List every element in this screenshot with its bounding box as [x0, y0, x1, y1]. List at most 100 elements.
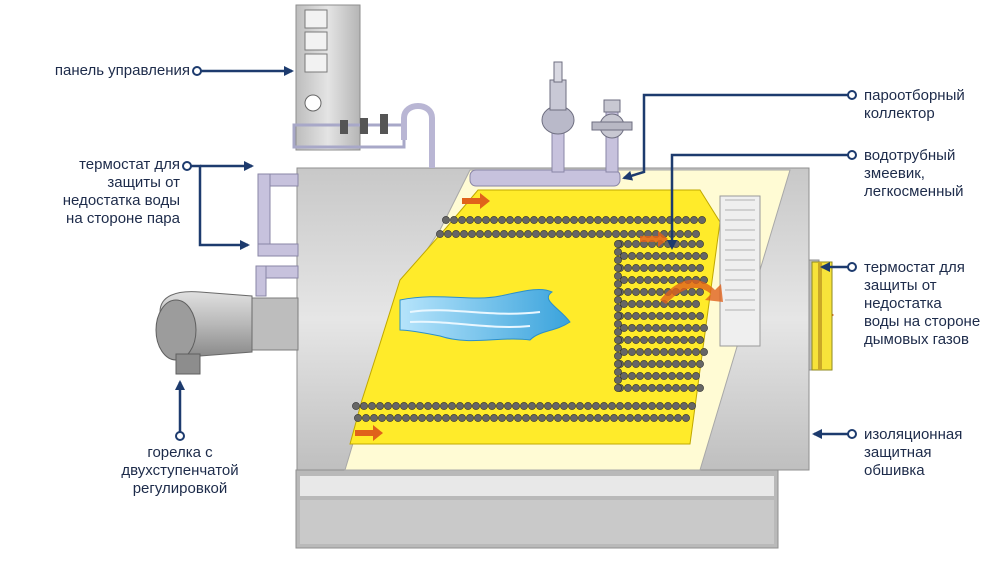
- tube: [620, 324, 628, 332]
- label-water-tube-coil: водотрубный змеевик, легкосменный: [864, 147, 964, 201]
- tube: [474, 216, 482, 224]
- tube: [676, 324, 684, 332]
- tube: [632, 240, 640, 248]
- tube: [628, 348, 636, 356]
- label-line: коллектор: [864, 105, 935, 122]
- tube: [684, 324, 692, 332]
- tube: [594, 414, 602, 422]
- tube: [490, 216, 498, 224]
- label-control-panel: панель управления: [30, 62, 190, 80]
- tube: [416, 402, 424, 410]
- tube: [586, 414, 594, 422]
- tube: [676, 300, 684, 308]
- tube: [636, 324, 644, 332]
- tube: [648, 264, 656, 272]
- tube: [624, 402, 632, 410]
- tube: [644, 324, 652, 332]
- tube: [658, 216, 666, 224]
- tube: [450, 414, 458, 422]
- tube: [664, 402, 672, 410]
- tube: [632, 402, 640, 410]
- tube: [544, 402, 552, 410]
- tube: [480, 402, 488, 410]
- tube: [700, 348, 708, 356]
- tube: [532, 230, 540, 238]
- tube: [656, 312, 664, 320]
- tube: [588, 230, 596, 238]
- tube: [614, 296, 622, 304]
- tube: [554, 414, 562, 422]
- label-thermostat-steam: термостат для защиты от недостатка воды …: [40, 156, 180, 228]
- tube: [562, 414, 570, 422]
- tube: [552, 402, 560, 410]
- tube: [656, 288, 664, 296]
- label-line: змеевик,: [864, 165, 925, 182]
- tube: [418, 414, 426, 422]
- tube: [424, 402, 432, 410]
- tube: [352, 402, 360, 410]
- tube: [688, 336, 696, 344]
- tube: [636, 348, 644, 356]
- tube: [652, 252, 660, 260]
- tube: [468, 230, 476, 238]
- tube: [668, 372, 676, 380]
- tube: [688, 384, 696, 392]
- tube: [640, 288, 648, 296]
- tube: [660, 324, 668, 332]
- tube: [496, 402, 504, 410]
- tube: [688, 402, 696, 410]
- tube: [608, 402, 616, 410]
- leader-lines: [175, 66, 850, 439]
- tube: [614, 320, 622, 328]
- tube: [376, 402, 384, 410]
- gate-valve: [591, 99, 633, 139]
- tube: [488, 402, 496, 410]
- tube: [664, 312, 672, 320]
- label-insulation: изоляционная защитная обшивка: [864, 426, 962, 480]
- tube: [408, 402, 416, 410]
- label-line: дымовых газов: [864, 331, 969, 348]
- tube: [498, 414, 506, 422]
- tube: [640, 360, 648, 368]
- tube: [632, 264, 640, 272]
- burner: [155, 291, 299, 375]
- tube: [680, 336, 688, 344]
- tube: [688, 288, 696, 296]
- tube: [614, 344, 622, 352]
- tube: [666, 414, 674, 422]
- tube: [368, 402, 376, 410]
- tube: [602, 414, 610, 422]
- label-line: изоляционная: [864, 426, 963, 443]
- label-line: горелка с: [147, 444, 213, 461]
- tube: [692, 230, 700, 238]
- tube: [632, 336, 640, 344]
- tube: [618, 216, 626, 224]
- tube: [450, 216, 458, 224]
- tube: [676, 230, 684, 238]
- tube: [680, 402, 688, 410]
- label-line: воды на стороне: [864, 313, 981, 330]
- tube: [528, 402, 536, 410]
- tube: [696, 288, 704, 296]
- tube: [696, 360, 704, 368]
- tube: [570, 414, 578, 422]
- tube: [614, 368, 622, 376]
- tube: [668, 348, 676, 356]
- tube: [628, 230, 636, 238]
- tube: [656, 360, 664, 368]
- tube: [620, 300, 628, 308]
- label-burner: горелка с двухступенчатой регулировкой: [110, 444, 250, 498]
- tube: [684, 252, 692, 260]
- boiler-base: [295, 469, 779, 549]
- tube: [538, 414, 546, 422]
- tube: [610, 216, 618, 224]
- tube: [614, 352, 622, 360]
- safety-valve: [541, 61, 575, 135]
- tube: [442, 216, 450, 224]
- tube: [648, 288, 656, 296]
- tube: [656, 384, 664, 392]
- tube: [546, 414, 554, 422]
- tube: [464, 402, 472, 410]
- tube: [650, 216, 658, 224]
- tube: [636, 276, 644, 284]
